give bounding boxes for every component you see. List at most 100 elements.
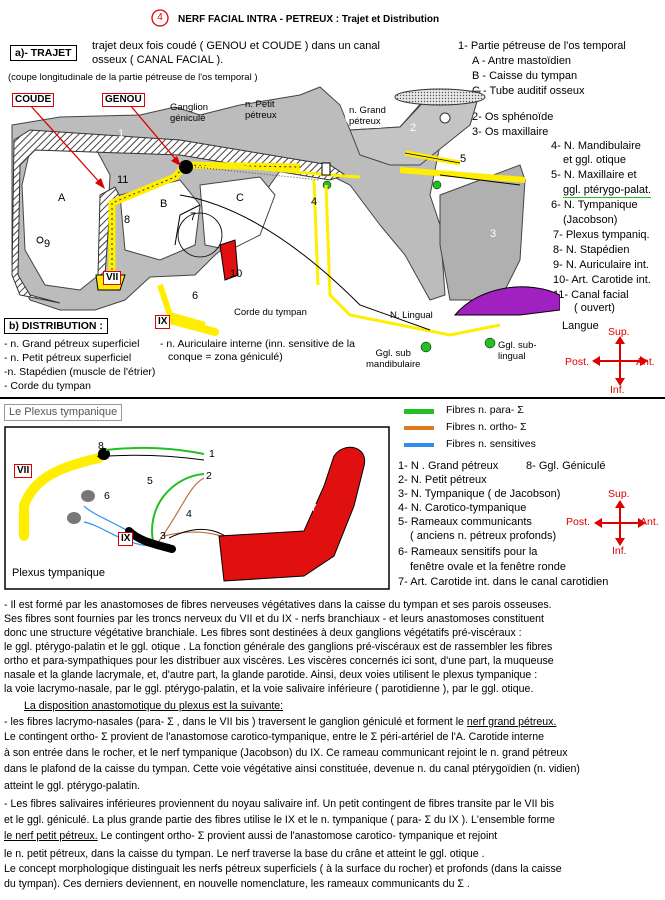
page-title: NERF FACIAL INTRA - PETREUX : Trajet et … [178,14,440,25]
text-p1-6: nasale et la glande lacrymale, et, d'aut… [4,669,538,681]
num-5: 5 [460,153,467,165]
ix-label: IX [155,315,171,329]
distribution-auriculaire-2: conque = zona géniculé) [168,351,283,363]
legend-top-1: 1- Partie pétreuse de l'os temporal [458,40,626,52]
legend-top-3: 3- Os maxillaire [472,126,549,138]
legend-top-10: 10- Art. Carotide int. [553,274,651,286]
distribution-item-3: -n. Stapédien (muscle de l'étrier) [4,366,156,378]
text-subtitle: La disposition anastomotique du plexus e… [24,700,284,712]
compass-1-post: Post. [565,356,589,368]
trajet-heading: a)- TRAJET [10,45,77,61]
legend-top-7: 7- Plexus tympaniq. [553,229,650,241]
plexus-legend-2: 2- N. Petit pétreux [398,474,487,486]
plexus-legend-6b: fenêtre ovale et la fenêtre ronde [410,561,566,573]
legend-top-11b: ( ouvert) [574,302,615,314]
plexus-legend-6: 6- Rameaux sensitifs pour la [398,546,538,558]
text-p2-a: - les fibres lacrymo-nasales (para- Σ , … [4,716,556,730]
num-3: 3 [490,228,497,240]
plexus-num-8: 8 [98,440,104,452]
label-A: A [58,192,66,204]
legend-fiber-sensitive: Fibres n. sensitives [446,438,536,450]
sphenoid-bone [349,90,481,166]
text-p3-1: - Les fibres salivaires inférieures prov… [4,798,554,810]
compass-2 [594,500,646,546]
legend-top-5b: ggl. ptérygo-palat. [563,184,652,198]
num-10: 10 [230,268,243,280]
plexus-num-6: 6 [104,490,110,502]
plexus-diagram [4,426,390,590]
plexus-caption: Plexus tympanique [12,567,105,579]
vii-label: VII [103,271,122,285]
text-p4-1: le n. petit pétreux, dans la caisse du t… [4,848,485,860]
plexus-vii: VII [14,464,33,478]
text-p2-4: atteint le ggl. ptérygo-palatin. [4,780,141,792]
text-p2-a-main: - les fibres lacrymo-nasales (para- Σ , … [4,716,467,728]
plexus-num-1: 1 [209,448,215,460]
compass-1-sup: Sup. [608,326,630,338]
plexus-num-5: 5 [147,475,153,487]
text-p2-3: dans le plafond de la caisse du tympan. … [4,763,580,775]
compass-2-inf: Inf. [612,545,627,557]
plexus-title: Le Plexus tympanique [4,404,123,421]
legend-top-B: B - Caisse du tympan [472,70,578,82]
compass-2-post: Post. [566,516,590,528]
plexus-legend-5: 5- Rameaux communicants [398,516,532,528]
num-2: 2 [410,122,417,134]
distribution-item-4: - Corde du tympan [4,380,91,392]
petit-petreux-label: n. Petit pétreux [245,99,277,121]
coude-label: COUDE [12,93,55,107]
num-9: 9 [44,238,51,250]
plexus-ix: IX [118,532,134,546]
text-p2-a-underlined: nerf grand pétreux. [466,716,557,728]
tympanic-cavity [119,179,201,261]
distribution-heading: b) DISTRIBUTION : [4,318,108,334]
plexus-legend-1: 1- N . Grand pétreux [398,460,499,472]
langue-label: Langue [562,320,599,332]
text-p1-3: donc une structure végétative branchiale… [4,627,522,639]
ganglion-geniculate-label: Ganglion géniculé [170,102,209,124]
plexus-legend-7: 7- Art. Carotide int. dans le canal caro… [398,576,609,588]
num-4: 4 [311,196,318,208]
plexus-carotid [218,446,366,582]
corde-tympan-label: Corde du tympan [234,307,307,318]
num-7: 7 [190,211,197,223]
carotid-artery [219,239,239,281]
text-p1-5: ortho et para-sympathiques pour les dist… [4,655,554,667]
grand-petreux-label: n. Grand pétreux [345,104,390,128]
legend-swatch-ortho [404,426,434,430]
legend-top-A: A - Antre mastoïdien [472,55,572,67]
plexus-num-3: 3 [160,530,166,542]
legend-top-8: 8- N. Stapédien [553,244,630,256]
legend-top-11: 11- Canal facial [553,289,629,301]
legend-fiber-ortho: Fibres n. ortho- Σ [446,421,527,433]
compass-1 [592,336,648,386]
plexus-legend-3: 3- N. Tympanique ( de Jacobson) [398,488,561,500]
trajet-desc-2: osseux ( CANAL FACIAL ). [92,54,224,66]
text-p1-4: le ggl. ptérygo-palatin et le ggl. otiqu… [4,641,553,653]
num-1: 1 [118,128,125,140]
facial-canal [11,129,347,304]
compass-2-ant: Ant. [640,516,659,528]
text-p4-3: du tympan). Ces derniers deviennent, en … [4,878,470,890]
legend-top-6: 6- N. Tympanique [551,199,638,211]
num-6: 6 [192,290,199,302]
facial-nerve-diagram [11,86,560,353]
text-p2-1: Le contingent ortho- Σ provient de l'ana… [4,731,545,743]
ggl-sub-mandibular-label: Ggl. sub mandibulaire [366,348,421,370]
text-p1-1: - Il est formé par les anastomoses de fi… [4,599,552,611]
text-p3-2: et le ggl. géniculé. La plus grande part… [4,814,555,826]
text-p2-2: à son entrée dans le rocher, et le nerf … [4,747,568,759]
legend-top-4: 4- N. Mandibulaire [551,140,641,152]
label-B: B [160,198,168,210]
text-p1-2: Ses fibres sont fournies par les troncs … [4,613,544,625]
legend-fiber-para: Fibres n. para- Σ [446,404,524,416]
legend-top-4b: et ggl. otique [563,154,626,166]
coupe-caption: (coupe longitudinale de la partie pétreu… [8,72,258,83]
distribution-item-1: - n. Grand pétreux superficiel [4,338,140,350]
plexus-num-4: 4 [186,508,192,520]
text-p1-7: la voie lacrymo-nasale, par le ggl. ptér… [4,683,534,695]
legend-top-C: C - Tube auditif osseux [472,85,585,97]
maxilla-bone [439,164,526,301]
tongue [453,286,560,316]
plexus-num-2: 2 [206,470,212,482]
